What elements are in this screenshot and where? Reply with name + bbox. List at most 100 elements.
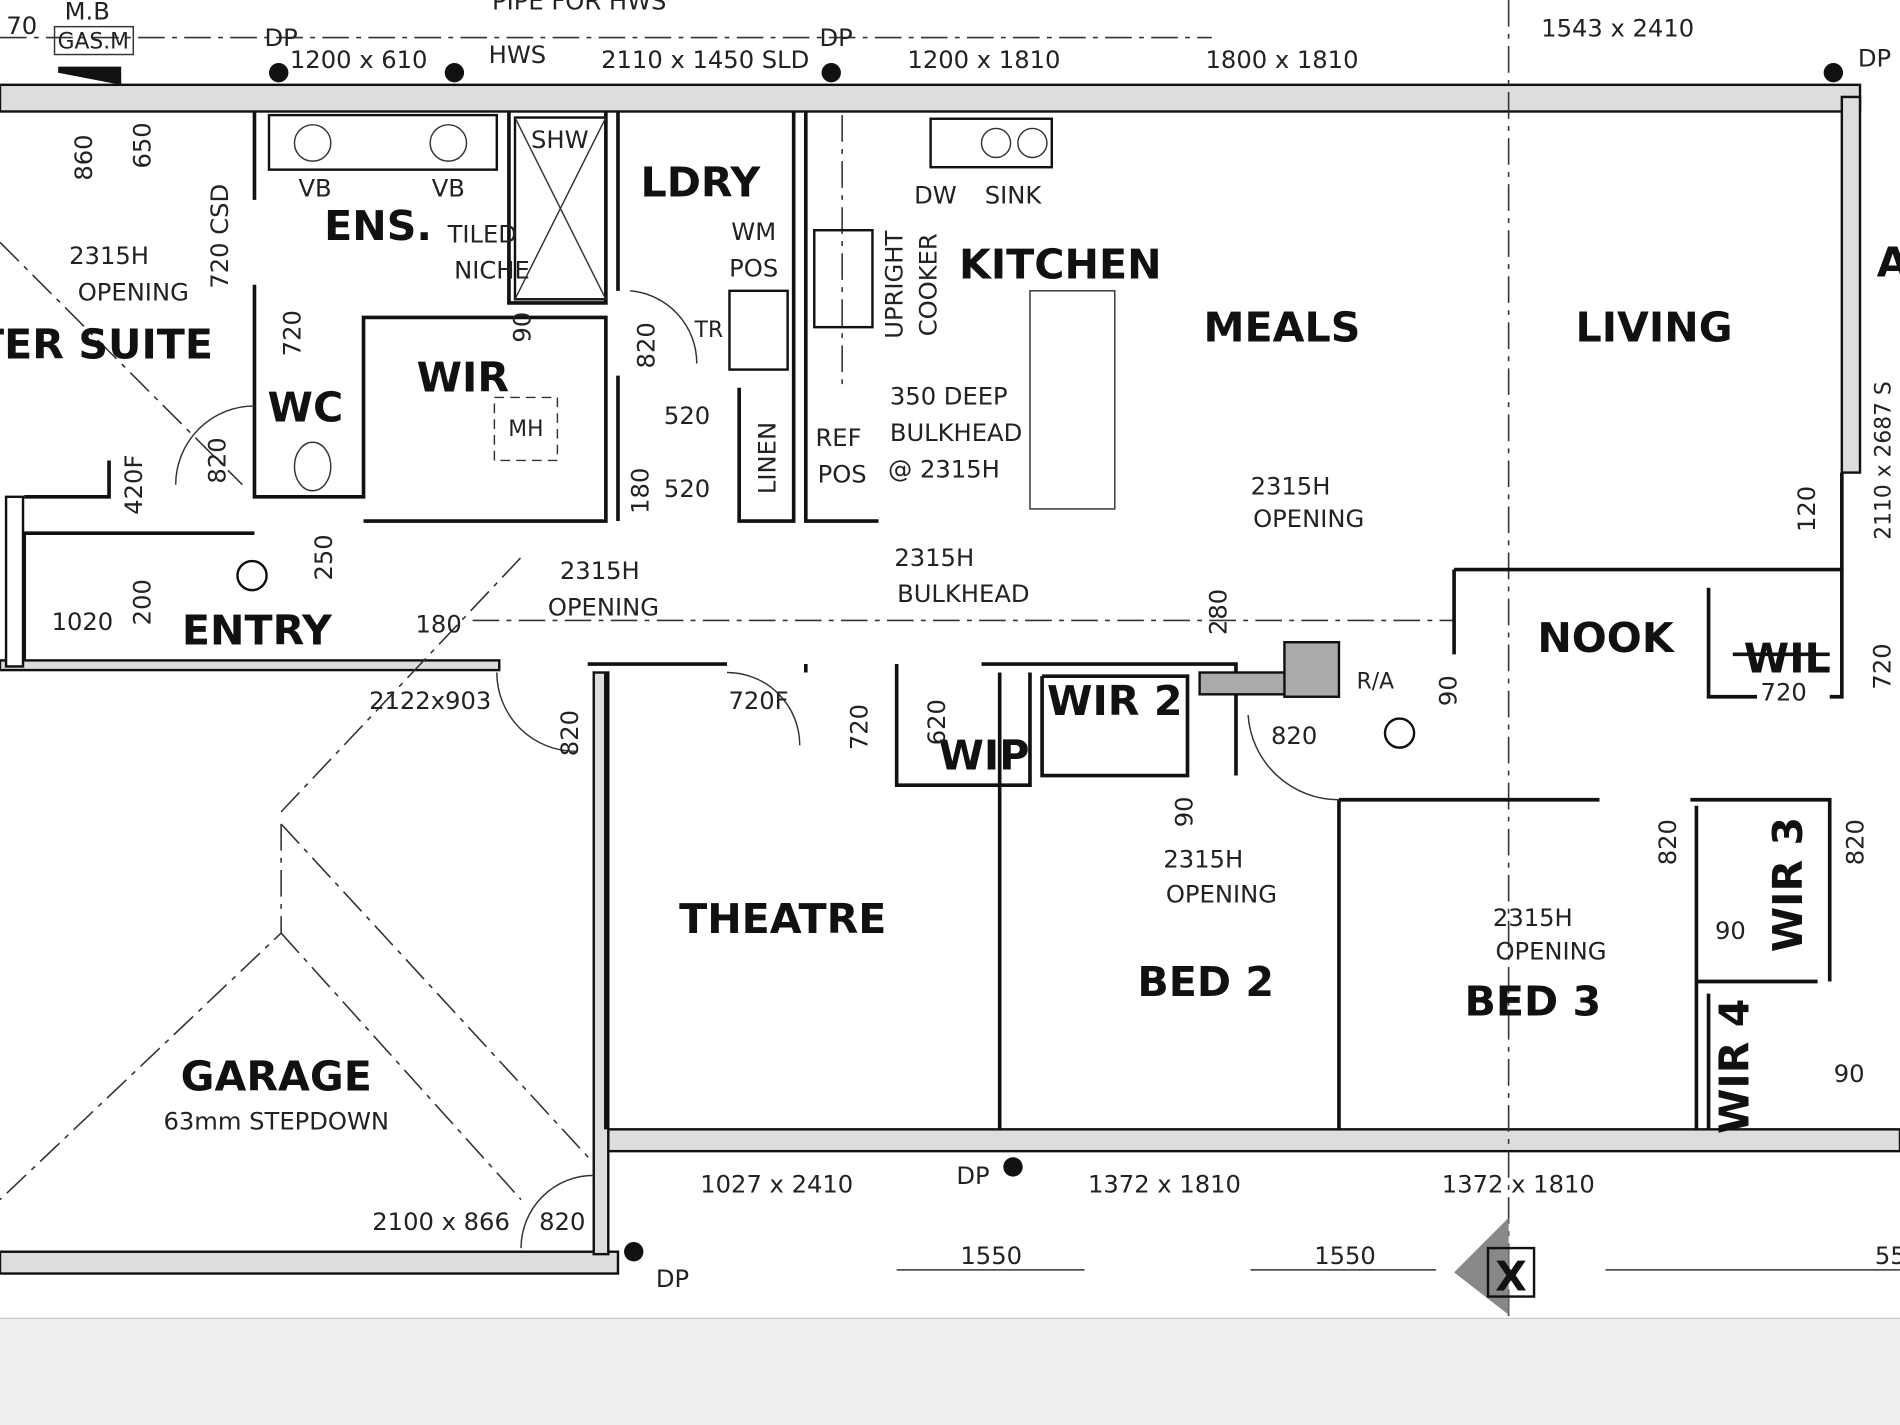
svg-text:POS: POS <box>818 460 867 488</box>
room-wip: WIP <box>938 731 1029 779</box>
room-entry: ENTRY <box>182 607 333 655</box>
sink-icon <box>1017 127 1048 159</box>
svg-text:860: 860 <box>70 134 98 180</box>
room-wir2: WIR 2 <box>1047 677 1182 725</box>
svg-text:GAS.M: GAS.M <box>58 29 129 54</box>
annotations: M.B GAS.M PIPE FOR HWS HWS 70 DP DP DP D… <box>6 0 1891 1293</box>
svg-text:820: 820 <box>632 322 660 368</box>
svg-text:REF: REF <box>815 424 861 452</box>
exterior-walls <box>0 83 1900 1275</box>
svg-text:HWS: HWS <box>489 41 547 69</box>
svg-text:620: 620 <box>923 699 951 745</box>
svg-text:90: 90 <box>1170 796 1198 827</box>
svg-text:1372 x 1810: 1372 x 1810 <box>1088 1170 1241 1198</box>
room-meals: MEALS <box>1204 304 1361 352</box>
svg-text:COOKER: COOKER <box>915 233 943 336</box>
svg-text:420F: 420F <box>120 455 148 515</box>
svg-text:1550: 1550 <box>960 1242 1022 1270</box>
svg-text:720: 720 <box>846 704 874 750</box>
room-bed3: BED 3 <box>1464 977 1601 1025</box>
svg-text:2110 x 1450 SLD: 2110 x 1450 SLD <box>601 46 809 74</box>
svg-text:POS: POS <box>729 254 778 282</box>
svg-text:350 DEEP: 350 DEEP <box>890 383 1008 411</box>
svg-text:BULKHEAD: BULKHEAD <box>897 580 1029 608</box>
room-laundry: LDRY <box>641 158 762 206</box>
room-kitchen: KITCHEN <box>959 241 1162 289</box>
svg-text:720F: 720F <box>728 687 788 715</box>
svg-text:280: 280 <box>1204 589 1232 635</box>
svg-text:SINK: SINK <box>985 182 1043 210</box>
svg-text:OPENING: OPENING <box>1495 938 1606 966</box>
svg-text:1200 x 610: 1200 x 610 <box>290 46 428 74</box>
svg-text:VB: VB <box>432 174 465 202</box>
svg-text:2100 x 866: 2100 x 866 <box>372 1208 510 1236</box>
svg-text:2315H: 2315H <box>560 557 640 585</box>
svg-text:DP: DP <box>1858 45 1891 73</box>
svg-text:200: 200 <box>128 579 156 625</box>
fixtures: X <box>0 25 1844 1315</box>
room-cut: A <box>1877 238 1900 286</box>
svg-text:PIPE FOR HWS: PIPE FOR HWS <box>492 0 666 16</box>
svg-text:MH: MH <box>508 417 543 442</box>
svg-text:63mm STEPDOWN: 63mm STEPDOWN <box>163 1107 389 1135</box>
room-garage: GARAGE <box>181 1053 372 1101</box>
svg-text:2122x903: 2122x903 <box>369 687 491 715</box>
dimensions: 860 650 720 820 420F 1020 200 250 180 18… <box>52 122 1900 1271</box>
sink-icon <box>980 127 1012 159</box>
svg-text:720: 720 <box>1761 678 1807 706</box>
room-nook: NOOK <box>1537 614 1675 662</box>
svg-text:1543 x 2410: 1543 x 2410 <box>1541 14 1694 42</box>
svg-text:1550: 1550 <box>1314 1242 1376 1270</box>
room-wil: WIL <box>1744 635 1831 683</box>
svg-text:BULKHEAD: BULKHEAD <box>890 419 1022 447</box>
svg-text:90: 90 <box>1435 675 1463 706</box>
svg-text:520: 520 <box>664 402 710 430</box>
toilet-icon <box>293 441 332 492</box>
svg-text:720 CSD: 720 CSD <box>206 184 234 289</box>
svg-text:OPENING: OPENING <box>548 594 659 622</box>
svg-text:UPRIGHT: UPRIGHT <box>881 231 909 339</box>
svg-text:70: 70 <box>6 12 37 40</box>
svg-text:820: 820 <box>203 437 231 483</box>
svg-text:1027 x 2410: 1027 x 2410 <box>700 1170 853 1198</box>
interior-walls <box>22 111 1844 1130</box>
svg-text:LINEN: LINEN <box>754 422 782 494</box>
svg-text:1800 x 1810: 1800 x 1810 <box>1206 46 1359 74</box>
window-sizes: 1200 x 610 2110 x 1450 SLD 1200 x 1810 1… <box>290 14 1896 1236</box>
room-living: LIVING <box>1575 304 1732 352</box>
svg-text:SHW: SHW <box>531 126 589 154</box>
svg-text:720: 720 <box>1868 643 1896 689</box>
north-arrow-icon <box>1454 1217 1509 1315</box>
basin-icon <box>429 124 468 162</box>
room-master-suite: TER SUITE <box>0 321 213 369</box>
room-ensuite: ENS. <box>324 202 432 250</box>
section-marker: X <box>1495 1252 1527 1300</box>
svg-text:120: 120 <box>1793 486 1821 532</box>
svg-text:DP: DP <box>956 1162 989 1190</box>
svg-text:DP: DP <box>819 24 852 52</box>
svg-text:650: 650 <box>128 122 156 168</box>
svg-text:820: 820 <box>1842 819 1870 865</box>
svg-text:WM: WM <box>731 218 776 246</box>
room-wir3: WIR 3 <box>1764 817 1812 952</box>
svg-text:OPENING: OPENING <box>1253 505 1364 533</box>
svg-text:R/A: R/A <box>1357 669 1394 694</box>
room-wir4: WIR 4 <box>1711 999 1759 1134</box>
svg-text:NICHE: NICHE <box>454 257 530 285</box>
svg-text:1200 x 1810: 1200 x 1810 <box>907 46 1060 74</box>
svg-text:820: 820 <box>539 1208 585 1236</box>
svg-text:2315H: 2315H <box>69 242 149 270</box>
svg-text:DW: DW <box>914 182 957 210</box>
svg-text:90: 90 <box>1834 1060 1865 1088</box>
svg-text:90: 90 <box>509 312 537 343</box>
basin-icon <box>293 124 332 162</box>
svg-text:180: 180 <box>626 468 654 514</box>
svg-text:OPENING: OPENING <box>78 279 189 307</box>
svg-text:2315H: 2315H <box>1493 904 1573 932</box>
svg-text:TR: TR <box>694 318 723 343</box>
footer-band <box>0 1318 1900 1425</box>
room-theatre: THEATRE <box>679 895 886 943</box>
svg-text:2315H: 2315H <box>1163 846 1243 874</box>
svg-text:820: 820 <box>556 710 584 756</box>
svg-text:2315H: 2315H <box>1251 472 1331 500</box>
